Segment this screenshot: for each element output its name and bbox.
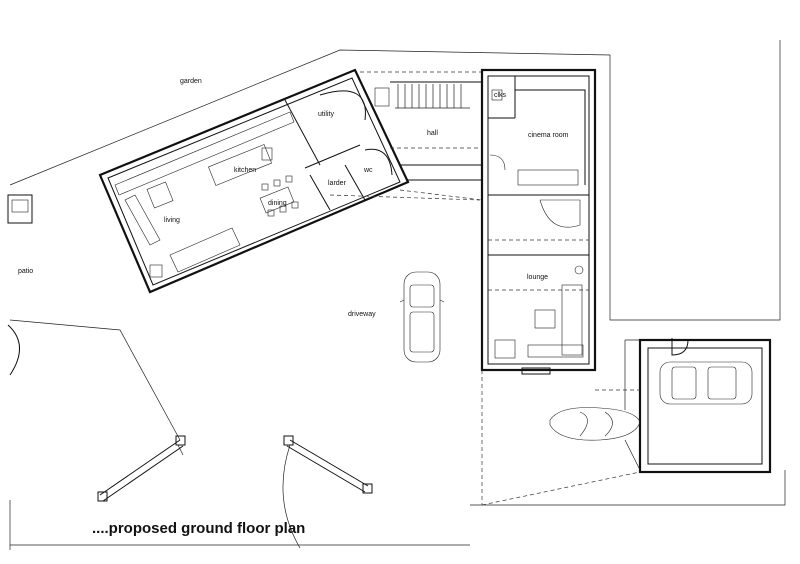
front-gates <box>97 435 373 549</box>
label-driveway: driveway <box>348 311 376 318</box>
hall-connector <box>329 71 483 201</box>
label-garden: garden <box>180 78 202 85</box>
label-patio: patio <box>18 268 33 275</box>
car-driveway <box>399 271 445 363</box>
label-dining: dining <box>268 200 287 207</box>
car-sports <box>549 407 641 441</box>
label-utility: utility <box>318 111 334 118</box>
label-hall: hall <box>427 130 438 137</box>
right-wing <box>480 68 597 375</box>
label-lounge: lounge <box>527 274 548 281</box>
label-cinema-room: cinema room <box>528 132 569 139</box>
label-kitchen: kitchen <box>234 167 256 174</box>
patio-features <box>7 194 33 376</box>
label-living: living <box>164 217 180 224</box>
room-labels: garden patio driveway utility hall clks … <box>18 78 569 318</box>
garage <box>481 338 772 506</box>
site-boundary <box>9 40 786 550</box>
angled-wing <box>98 68 410 294</box>
label-larder: larder <box>328 180 347 187</box>
drawing-title: ....proposed ground floor plan <box>92 520 305 537</box>
label-wc: wc <box>363 167 373 174</box>
label-clks: clks <box>494 92 507 99</box>
